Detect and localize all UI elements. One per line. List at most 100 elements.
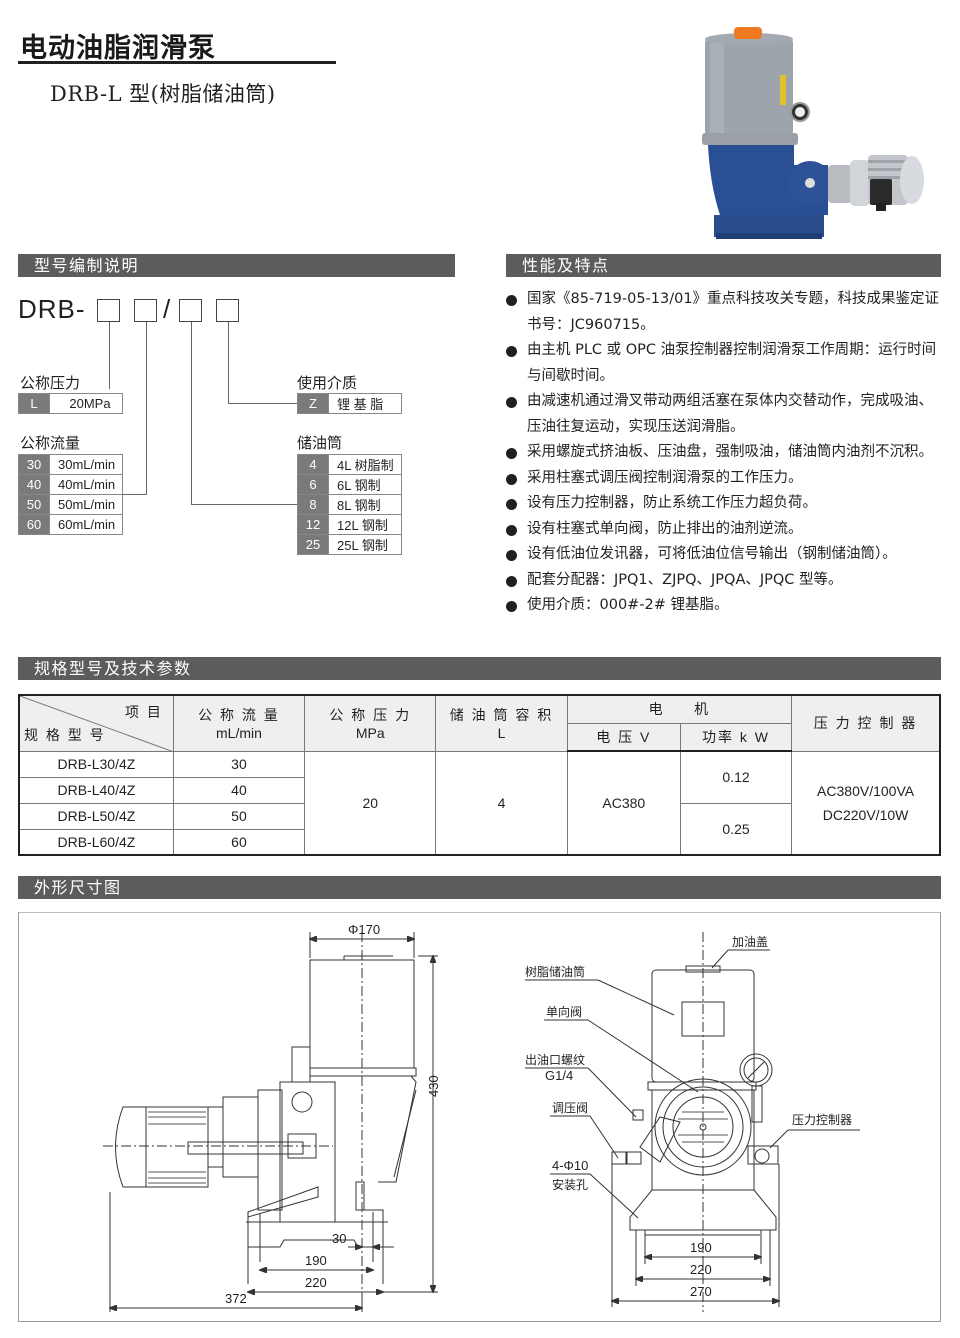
model-code-prefix: DRB- — [18, 294, 86, 324]
page-title: 电动油脂润滑泵 — [20, 33, 216, 64]
cell-controller: AC380V/100VA DC220V/10W — [791, 750, 941, 856]
code-slot-flow — [134, 299, 157, 322]
svg-text:430: 430 — [426, 1075, 441, 1097]
svg-text:出油口螺纹: 出油口螺纹 — [525, 1053, 585, 1067]
option-code: 6 — [297, 474, 329, 495]
option-desc: 锂 基 脂 — [328, 393, 402, 414]
bullet-icon — [506, 295, 517, 306]
feature-item: 使用介质：000#-2# 锂基脂。 — [506, 593, 946, 619]
cell-power: 0.12 — [679, 750, 793, 804]
table-row: DRB-L60/4Z 60 — [18, 828, 940, 856]
option-desc: 25L 钢制 — [328, 534, 402, 555]
cell-flow: 60 — [172, 828, 306, 856]
cell-flow: 50 — [172, 802, 306, 830]
table-row: DRB-L30/4Z 30 20 4 AC380 0.12 AC380V/100… — [18, 750, 941, 856]
page-subtitle: DRB-L 型(树脂储油筒) — [50, 82, 276, 106]
option-desc: 20MPa — [49, 393, 123, 414]
option-desc: 8L 钢制 — [328, 494, 402, 515]
svg-text:加油盖: 加油盖 — [732, 935, 768, 949]
section-header-specs: 规格型号及技术参数 — [18, 657, 941, 680]
cell-model: DRB-L30/4Z — [18, 750, 174, 778]
header-voltage: 电 压 V — [566, 722, 681, 752]
flow-label: 公称流量 — [20, 434, 81, 452]
header-item: 项 目 — [124, 704, 163, 720]
bullet-icon — [506, 575, 517, 587]
reservoir-label: 储油筒 — [297, 434, 343, 452]
connector-pressure — [109, 322, 110, 389]
header-motor: 电 机 — [566, 694, 793, 724]
option-desc: 12L 钢制 — [328, 514, 402, 535]
svg-text:Φ170: Φ170 — [348, 922, 380, 937]
code-slash: / — [163, 294, 171, 324]
cell-model: DRB-L60/4Z — [18, 828, 174, 856]
feature-item: 设有柱塞式单向阀，防止排出的油剂逆流。 — [506, 517, 946, 543]
header-controller: 压 力 控 制 器 — [791, 694, 941, 752]
feature-item: 配套分配器：JPQ1、ZJPQ、JPQA、JPQC 型等。 — [506, 568, 946, 594]
option-code: 8 — [297, 494, 329, 515]
option-desc: 50mL/min — [49, 494, 123, 515]
connector-medium-h — [228, 403, 298, 404]
bullet-icon — [506, 473, 517, 485]
section-header-dimensions: 外形尺寸图 — [18, 876, 941, 899]
connector-flow-v — [146, 322, 147, 494]
svg-text:安装孔: 安装孔 — [552, 1177, 588, 1192]
connector-medium-v — [228, 322, 229, 404]
bullet-icon — [506, 499, 517, 510]
svg-text:单向阀: 单向阀 — [546, 1004, 582, 1019]
pressure-options: L 20MPa — [18, 393, 123, 414]
svg-text:压力控制器: 压力控制器 — [792, 1113, 852, 1127]
svg-text:30: 30 — [332, 1231, 346, 1246]
option-code: 12 — [297, 514, 329, 535]
product-photo — [702, 27, 924, 239]
bullet-icon — [506, 346, 517, 357]
code-slot-reservoir — [179, 299, 202, 322]
cell-volume: 4 — [435, 750, 568, 856]
option-code: 60 — [18, 514, 50, 535]
title-underline — [18, 61, 336, 64]
feature-item: 设有压力控制器，防止系统工作压力超负荷。 — [506, 491, 946, 517]
cell-model: DRB-L40/4Z — [18, 776, 174, 804]
svg-text:190: 190 — [305, 1253, 327, 1268]
option-code: 40 — [18, 474, 50, 495]
svg-text:372: 372 — [225, 1291, 247, 1306]
feature-item: 设有低油位发讯器，可将低油位信号输出（钢制储油筒）。 — [506, 542, 946, 568]
svg-text:270: 270 — [690, 1284, 712, 1299]
dimension-drawing-frame — [18, 912, 941, 1322]
code-slot-medium — [216, 299, 239, 322]
medium-label: 使用介质 — [297, 374, 358, 392]
option-desc: 6L 钢制 — [328, 474, 402, 495]
header-diagonal-cell: 项 目 规 格 型 号 — [18, 694, 174, 752]
svg-text:树脂储油筒: 树脂储油筒 — [525, 964, 585, 979]
svg-text:调压阀: 调压阀 — [552, 1101, 588, 1115]
option-row: Z 锂 基 脂 — [297, 393, 402, 414]
cell-model: DRB-L50/4Z — [18, 802, 174, 830]
svg-text:220: 220 — [690, 1262, 712, 1277]
header-model: 规 格 型 号 — [24, 726, 106, 743]
feature-item: 由减速机通过滑叉带动两组活塞在泵体内交替动作，完成吸油、压油往复运动，实现压送润… — [506, 389, 946, 440]
svg-text:220: 220 — [305, 1275, 327, 1290]
pressure-label: 公称压力 — [20, 374, 81, 392]
option-code: L — [18, 393, 50, 414]
bullet-icon — [506, 397, 517, 408]
bullet-icon — [506, 550, 517, 561]
option-desc: 4L 树脂制 — [328, 454, 402, 475]
connector-reservoir-h — [191, 504, 298, 505]
diagonal-line — [20, 696, 174, 752]
svg-text:G1/4: G1/4 — [545, 1068, 573, 1083]
option-code: Z — [297, 393, 329, 414]
side-view-drawing: Φ170 430 30 190 220 372 — [103, 922, 441, 1312]
cell-flow: 30 — [172, 750, 306, 778]
bullet-icon — [506, 448, 517, 459]
option-desc: 30mL/min — [49, 454, 123, 475]
